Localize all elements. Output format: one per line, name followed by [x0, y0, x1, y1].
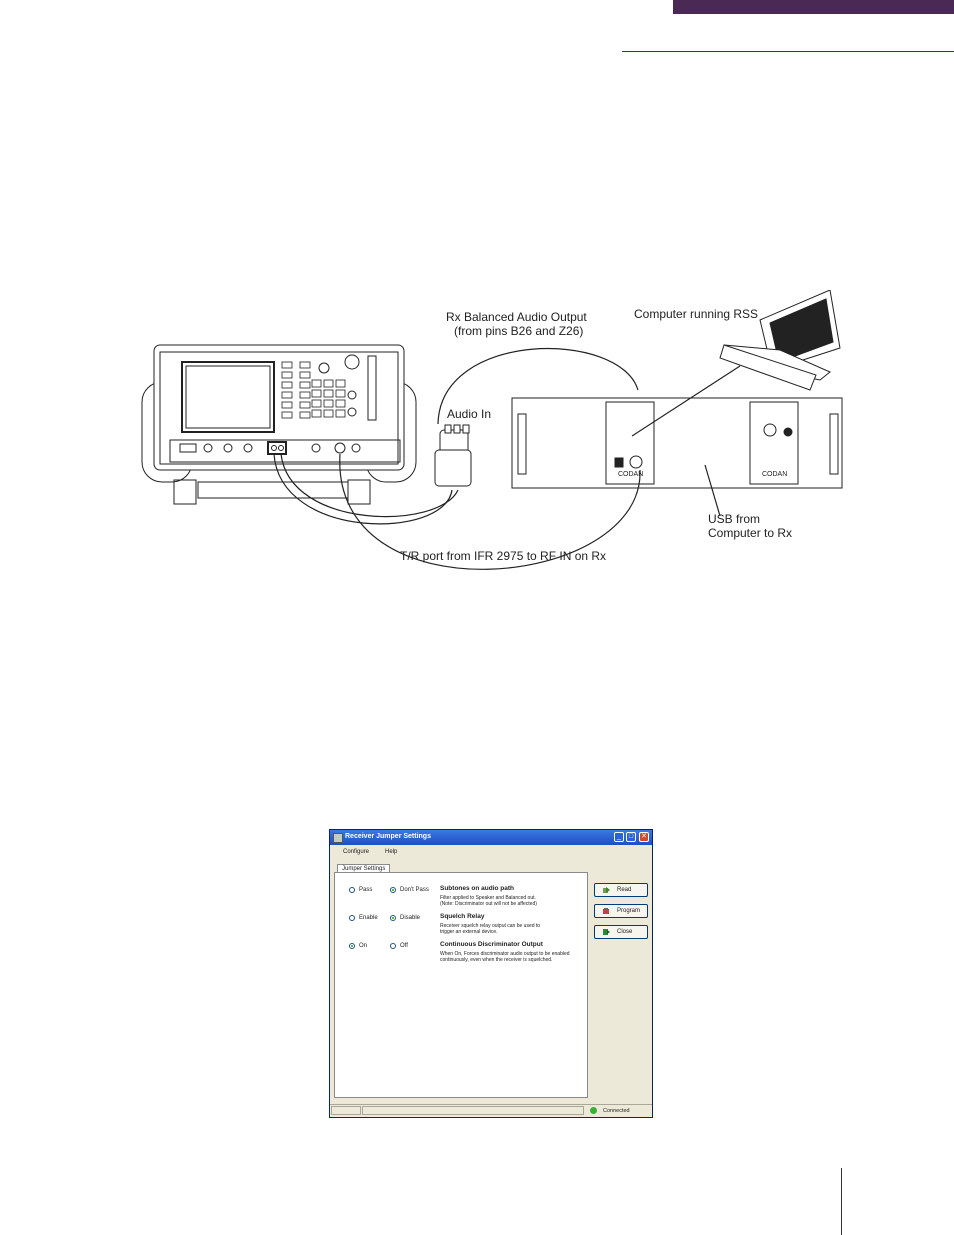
radio-pass[interactable] — [349, 887, 355, 893]
receiver-jumper-settings-window: Receiver Jumper Settings _ □ ✕ Configure… — [329, 829, 653, 1118]
receiver-brand-label: CODAN — [618, 471, 644, 478]
read-icon — [603, 887, 610, 893]
read-button[interactable]: Read — [594, 883, 648, 897]
setting-desc: continuously, even when the receiver is … — [440, 957, 553, 963]
menu-configure[interactable]: Configure — [343, 849, 370, 855]
setting-title: Squelch Relay — [440, 913, 485, 920]
cables — [273, 348, 741, 570]
setting-desc: (Note: Discriminator out will not be aff… — [440, 901, 537, 907]
label-usb-line1: USB from — [708, 512, 761, 526]
read-label: Read — [617, 887, 632, 893]
setting-desc: Filter applied to Speaker and Balanced o… — [440, 895, 536, 901]
program-label: Program — [617, 908, 641, 914]
footer-rule — [841, 1168, 842, 1235]
controller-brand-label: CODAN — [762, 471, 788, 478]
menu-bar: Configure Help — [330, 845, 652, 857]
radio-dont-pass[interactable] — [390, 887, 396, 893]
label-usb-line2: Computer to Rx — [708, 526, 793, 540]
label-audio-in: Audio In — [447, 407, 492, 421]
radio-enable-label: Enable — [359, 915, 378, 921]
setting-desc: trigger an external device. — [440, 929, 498, 935]
program-icon — [603, 908, 609, 914]
status-bar: Connected — [330, 1104, 652, 1117]
minimize-button[interactable]: _ — [614, 832, 624, 842]
setting-desc: Receiver squelch relay output can be use… — [440, 923, 541, 929]
label-tr-port: T/R port from IFR 2975 to RF IN on Rx — [400, 549, 607, 563]
radio-on-label: On — [359, 943, 368, 949]
settings-panel: Pass Don't Pass Subtones on audio path F… — [334, 872, 588, 1098]
radio-on[interactable] — [349, 943, 355, 949]
status-cell — [331, 1106, 361, 1115]
setting-title: Subtones on audio path — [440, 885, 515, 892]
connection-diagram: Rx Balanced Audio Output (from pins B26 … — [140, 289, 860, 580]
setting-squelch-relay: Enable Disable Squelch Relay Receiver sq… — [335, 913, 587, 943]
setting-subtones: Pass Don't Pass Subtones on audio path F… — [335, 885, 587, 915]
setting-title: Continuous Discriminator Output — [440, 941, 543, 948]
menu-help[interactable]: Help — [385, 849, 398, 855]
radio-disable-label: Disable — [400, 915, 421, 921]
tab-jumper-settings[interactable]: Jumper Settings — [337, 864, 391, 874]
diagram-drawing — [141, 289, 843, 570]
maximize-button[interactable]: □ — [626, 832, 636, 842]
close-window-button[interactable]: ✕ — [639, 832, 649, 842]
setting-desc: When On, Forces discriminator audio outp… — [440, 951, 570, 957]
connection-status-icon — [590, 1107, 597, 1114]
title-bar: Receiver Jumper Settings _ □ ✕ — [330, 830, 652, 845]
app-icon — [333, 833, 343, 843]
laptop — [719, 289, 841, 391]
radio-dont-pass-label: Don't Pass — [400, 887, 429, 893]
ifr-test-set — [141, 344, 417, 505]
audio-in-connector — [434, 424, 472, 487]
header-rule — [622, 51, 954, 52]
label-rx-audio-pins: (from pins B26 and Z26) — [454, 324, 584, 338]
exit-door-icon — [603, 929, 610, 935]
close-button[interactable]: Close — [594, 925, 648, 939]
receiver-rack — [511, 397, 843, 489]
radio-disable[interactable] — [390, 915, 396, 921]
setting-continuous-discriminator: On Off Continuous Discriminator Output W… — [335, 941, 587, 971]
close-label: Close — [617, 929, 633, 935]
program-button[interactable]: Program — [594, 904, 648, 918]
connection-status: Connected — [603, 1108, 630, 1114]
status-cell — [362, 1106, 584, 1115]
radio-enable[interactable] — [349, 915, 355, 921]
header-accent-bar — [673, 0, 954, 14]
window-title: Receiver Jumper Settings — [345, 833, 431, 840]
radio-off[interactable] — [390, 943, 396, 949]
label-computer: Computer running RSS — [634, 307, 759, 321]
label-rx-audio-output: Rx Balanced Audio Output — [446, 310, 587, 324]
radio-pass-label: Pass — [359, 887, 373, 893]
radio-off-label: Off — [400, 943, 408, 949]
